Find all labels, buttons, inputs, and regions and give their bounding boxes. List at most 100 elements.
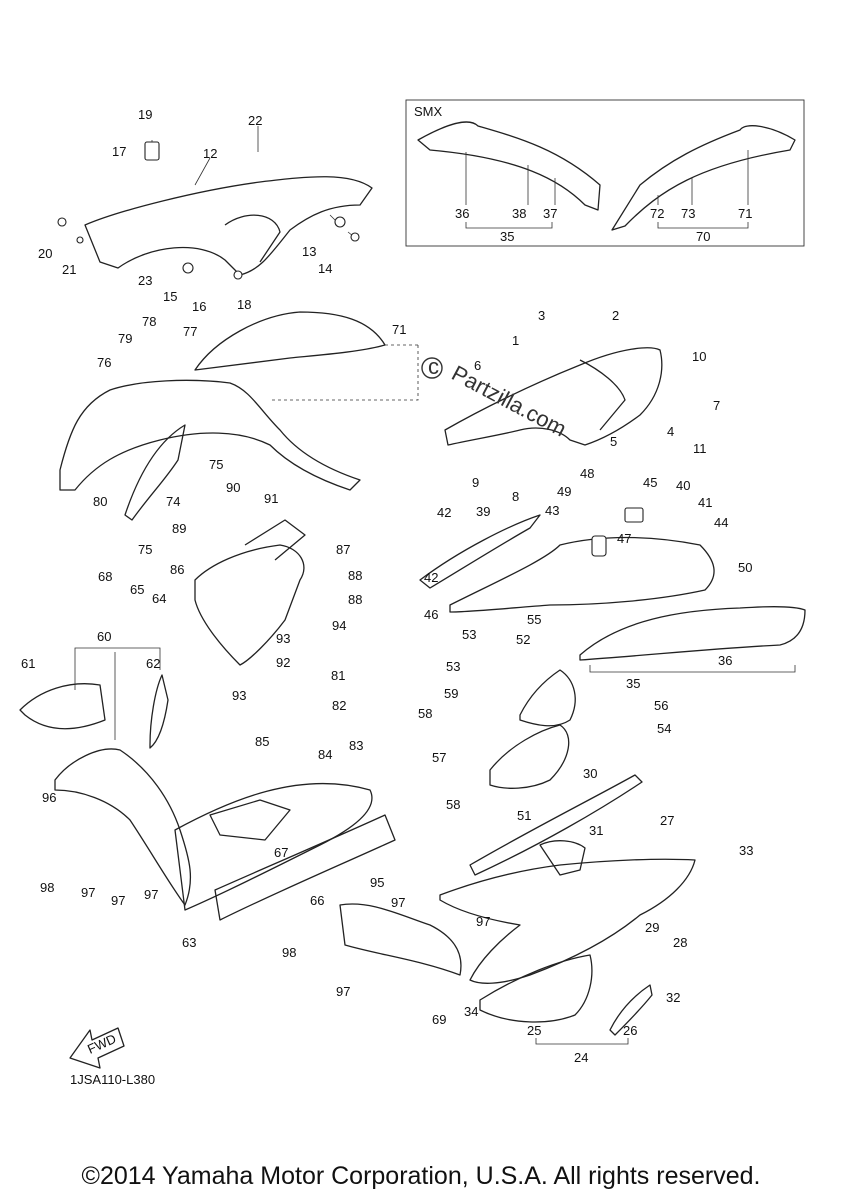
callout-81: 81 [331,668,345,683]
callout-52: 52 [516,632,530,647]
middle-right-cowl [419,507,806,673]
callout-97c: 97 [144,887,158,902]
lower-left-cowling [19,647,396,921]
callout-2: 2 [612,308,619,323]
callout-43: 43 [545,503,559,518]
callout-38: 38 [512,206,526,221]
callout-97: 97 [81,885,95,900]
callout-35: 35 [626,676,640,691]
callout-95: 95 [370,875,384,890]
callout-36-smx: 36 [455,206,469,221]
callout-28: 28 [673,935,687,950]
callout-54: 54 [657,721,671,736]
center-duct [194,519,306,666]
callout-4: 4 [667,424,674,439]
callout-31: 31 [589,823,603,838]
callout-67: 67 [274,845,288,860]
callout-98b: 98 [282,945,296,960]
callout-12: 12 [203,146,217,161]
callout-97b: 97 [111,893,125,908]
callouts: 1 2 3 4 5 6 7 8 9 10 11 12 13 14 15 16 1… [21,107,753,1065]
fwd-label: FWD [85,1031,118,1057]
callout-93: 93 [276,631,290,646]
callout-98: 98 [40,880,54,895]
callout-51: 51 [517,808,531,823]
callout-62: 62 [146,656,160,671]
callout-44: 44 [714,515,728,530]
callout-30: 30 [583,766,597,781]
callout-29: 29 [645,920,659,935]
callout-6: 6 [474,358,481,373]
callout-57: 57 [432,750,446,765]
callout-33: 33 [739,843,753,858]
callout-15: 15 [163,289,177,304]
callout-5: 5 [610,434,617,449]
callout-79: 79 [118,331,132,346]
callout-13: 13 [302,244,316,259]
lower-right-cowling [439,774,696,1045]
callout-71-smx: 71 [738,206,752,221]
callout-9: 9 [472,475,479,490]
callout-93b: 93 [232,688,246,703]
callout-68: 68 [98,569,112,584]
callout-18: 18 [237,297,251,312]
callout-59: 59 [444,686,458,701]
callout-83: 83 [349,738,363,753]
callout-45: 45 [643,475,657,490]
callout-75b: 75 [138,542,152,557]
watermark: c Partzilla.com [421,354,571,442]
callout-53b: 53 [446,659,460,674]
callout-34: 34 [464,1004,478,1019]
callout-92: 92 [276,655,290,670]
callout-39: 39 [476,504,490,519]
callout-74: 74 [166,494,180,509]
callout-23: 23 [138,273,152,288]
callout-94: 94 [332,618,346,633]
callout-46: 46 [424,607,438,622]
smx-title: SMX [414,104,443,119]
callout-3: 3 [538,308,545,323]
callout-63: 63 [182,935,196,950]
callout-42b: 42 [437,505,451,520]
callout-42: 42 [424,570,438,585]
callout-65: 65 [130,582,144,597]
smx-inset: SMX [405,99,805,247]
copyright: ©2014 Yamaha Motor Corporation, U.S.A. A… [81,1162,761,1190]
callout-58b: 58 [446,797,460,812]
callout-76: 76 [97,355,111,370]
callout-55: 55 [527,612,541,627]
callout-53: 53 [462,627,476,642]
callout-17: 17 [112,144,126,159]
callout-72: 72 [650,206,664,221]
callout-8: 8 [512,489,519,504]
callout-37: 37 [543,206,557,221]
callout-69: 69 [432,1012,446,1027]
watermark-text: Partzilla.com [448,360,571,441]
callout-21: 21 [62,262,76,277]
callout-85: 85 [255,734,269,749]
under-panel [339,669,576,976]
callout-40: 40 [676,478,690,493]
callout-96: 96 [42,790,56,805]
callout-97d: 97 [391,895,405,910]
callout-61: 61 [21,656,35,671]
callout-19: 19 [138,107,152,122]
diagram-code: 1JSA110-L380 [70,1072,156,1087]
callout-22: 22 [248,113,262,128]
callout-88b: 88 [348,592,362,607]
callout-75: 75 [209,457,223,472]
fwd-arrow-icon: FWD [69,1027,125,1069]
callout-97f: 97 [336,984,350,999]
callout-27: 27 [660,813,674,828]
callout-11: 11 [693,441,707,456]
callout-56: 56 [654,698,668,713]
callout-70: 70 [696,229,710,244]
svg-text:c: c [428,354,439,379]
upper-right-cover [444,347,663,446]
callout-82: 82 [332,698,346,713]
callout-90: 90 [226,480,240,495]
callout-26: 26 [623,1023,637,1038]
frame-assembly [57,126,373,280]
callout-87: 87 [336,542,350,557]
callout-66: 66 [310,893,324,908]
